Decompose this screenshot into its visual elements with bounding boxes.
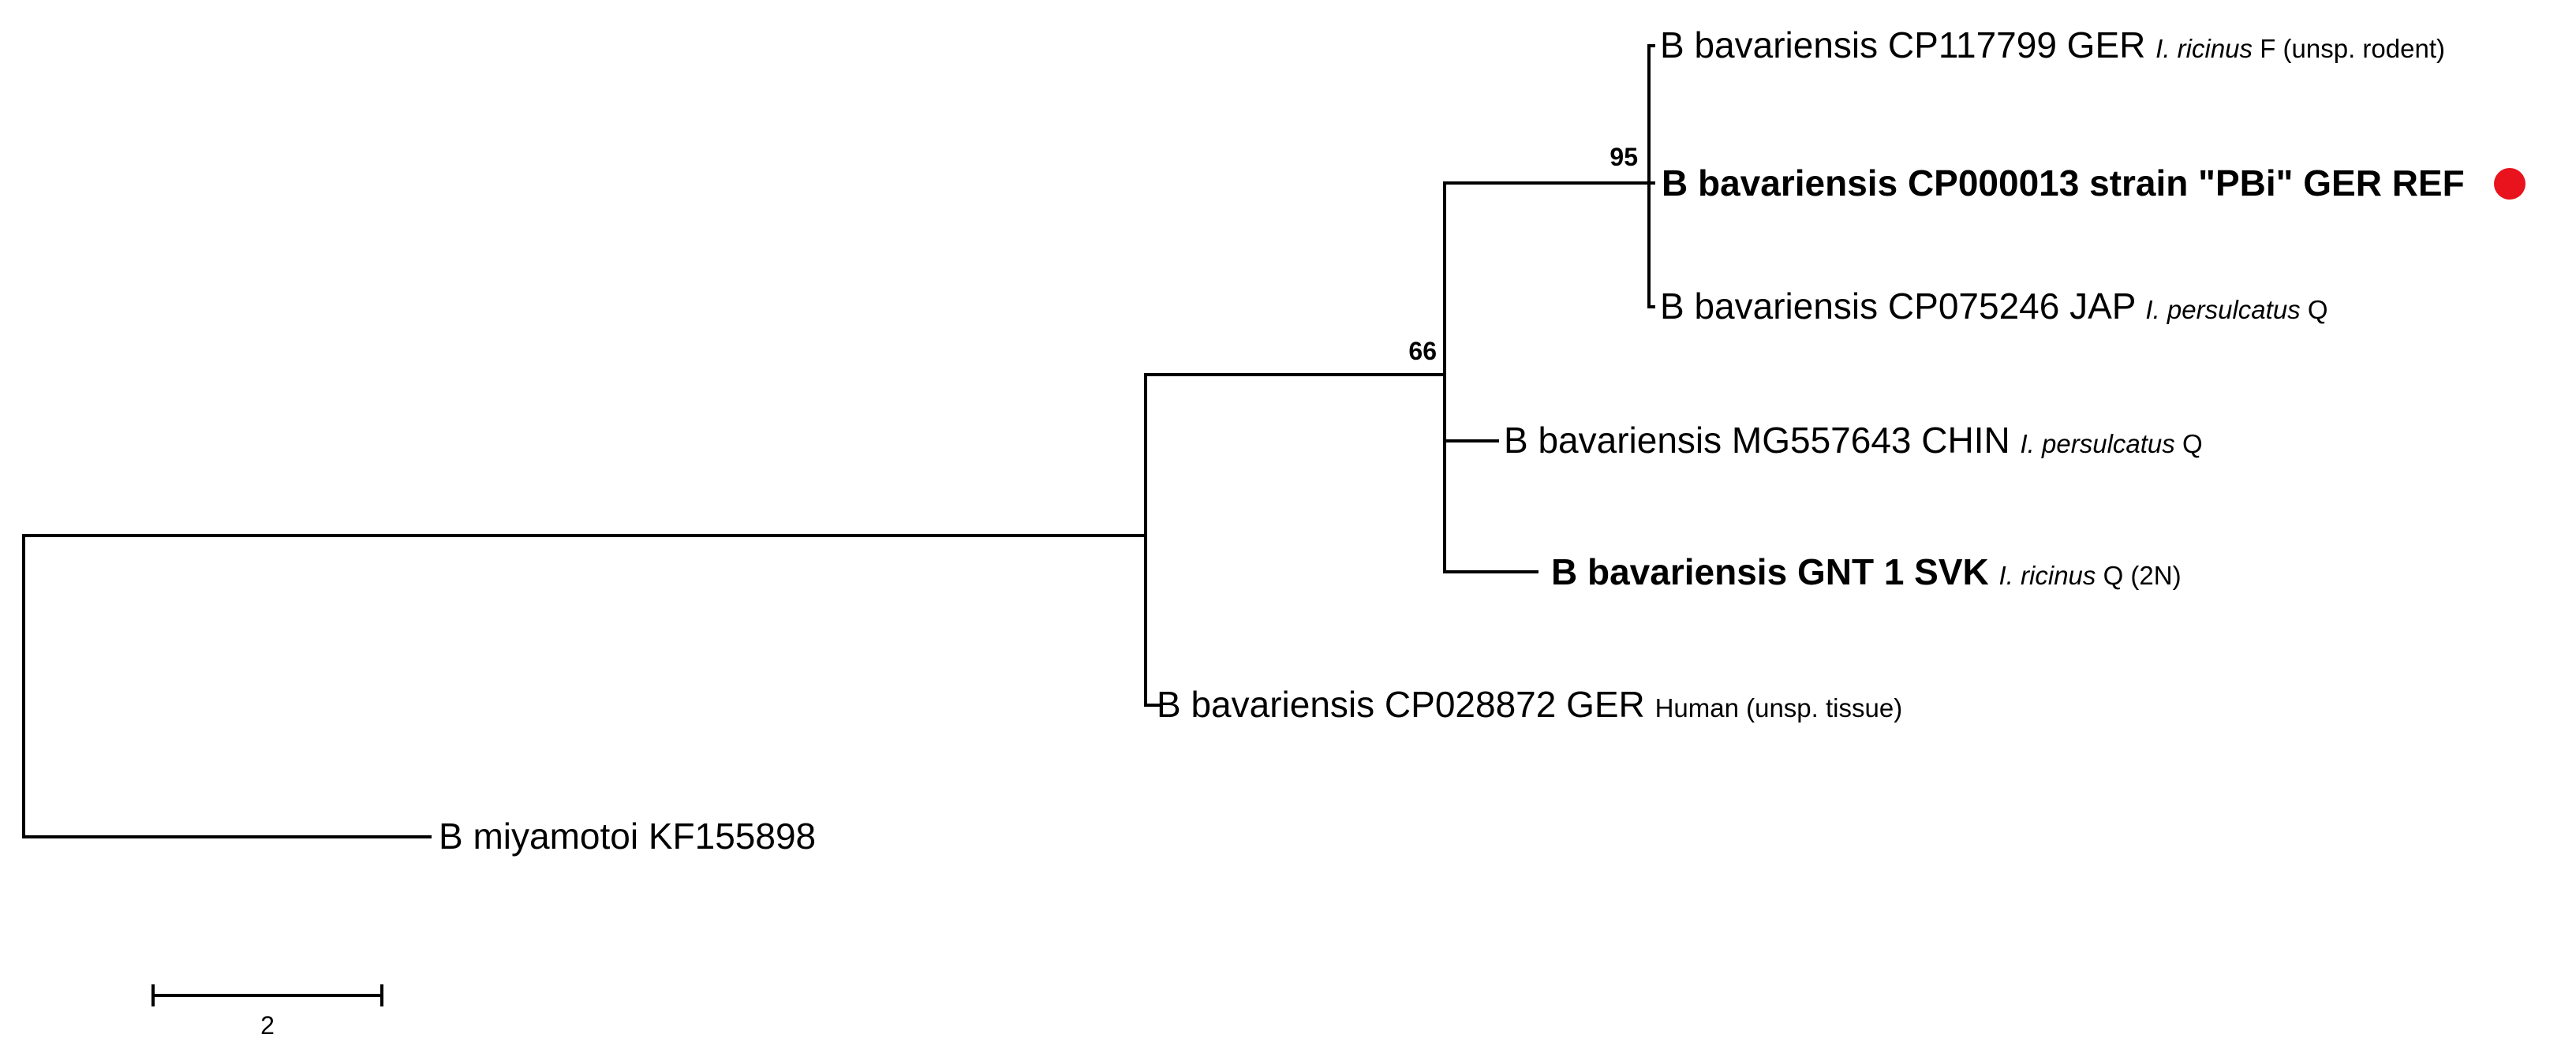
taxon-labels: B bavariensis CP117799 GER I. ricinus F … [439,24,2465,857]
taxon-label-cp000013: B bavariensis CP000013 strain "PBi" GER … [1662,162,2465,204]
tree-branches [22,44,1655,838]
scale-bar: 2 [151,984,383,1040]
taxon-label-mg557643: B bavariensis MG557643 CHIN I. persulcat… [1504,420,2203,461]
bootstrap-values: 95 66 [1408,143,1638,365]
reference-marker-dot [2494,168,2526,200]
bootstrap-node95: 95 [1610,143,1638,171]
taxon-label-gnt1: B bavariensis GNT 1 SVK I. ricinus Q (2N… [1551,551,2182,592]
taxon-label-kf155898: B miyamotoi KF155898 [439,816,816,857]
scale-bar-label: 2 [260,1011,275,1040]
taxon-label-cp028872: B bavariensis CP028872 GER Human (unsp. … [1157,684,1902,725]
bootstrap-node66: 66 [1408,337,1437,365]
taxon-label-cp075246: B bavariensis CP075246 JAP I. persulcatu… [1660,286,2328,327]
taxon-label-cp117799: B bavariensis CP117799 GER I. ricinus F … [1660,24,2445,65]
